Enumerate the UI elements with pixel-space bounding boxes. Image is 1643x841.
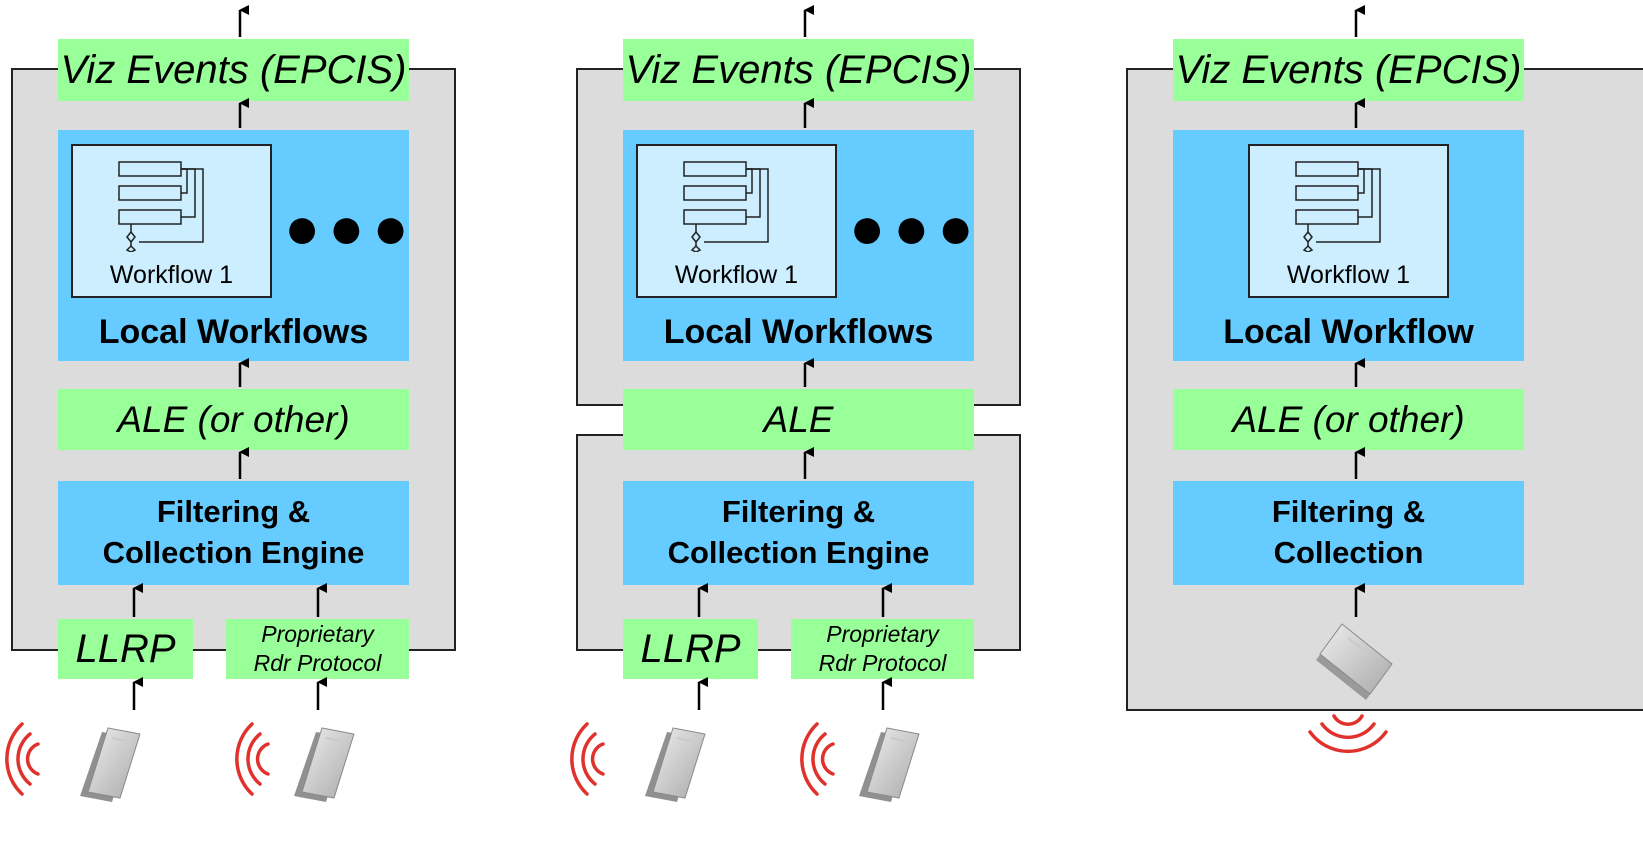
panel-1-proprietary-protocol: Proprietary Rdr Protocol [226, 619, 409, 679]
panel-2-llrp: LLRP [623, 619, 758, 679]
collection-engine-title: Collection Engine [667, 535, 930, 570]
panel-1-ale: ALE (or other) [58, 389, 409, 450]
workflow-1-label: Workflow 1 [674, 261, 799, 289]
local-workflow-title: Local Workflow [1223, 313, 1474, 351]
collection-engine-title: Collection Engine [102, 535, 365, 570]
panel-1-llrp: LLRP [58, 619, 193, 679]
panel-2-workflow-1-box: Workflow 1 [636, 144, 837, 298]
panel-3-viz-events: Viz Events (EPCIS) [1173, 39, 1524, 101]
rf-signal-icon [800, 722, 835, 796]
collection-title: Collection [1273, 535, 1424, 570]
panel-1-workflow-1-box: Workflow 1 [71, 144, 272, 298]
panel-3-workflow-1-box: Workflow 1 [1248, 144, 1449, 298]
panel-1-viz-events: Viz Events (EPCIS) [58, 39, 409, 101]
panel-1-local-workflows: Workflow 1 ●●● Local Workflows [58, 130, 409, 361]
filtering-title: Filtering & [1271, 494, 1426, 530]
panel-2-proprietary-protocol: Proprietary Rdr Protocol [791, 619, 974, 679]
panel-2-local-workflows: Workflow 1 ●●● Local Workflows [623, 130, 974, 361]
workflow-diagram-icon [1295, 161, 1381, 252]
panel-3-ale: ALE (or other) [1173, 389, 1524, 450]
reader-device-icon [644, 727, 706, 803]
reader-device-icon [79, 727, 141, 803]
workflow-diagram-icon [118, 161, 204, 252]
proprietary-label: Proprietary [826, 621, 939, 648]
local-workflows-title: Local Workflows [98, 313, 369, 351]
reader-device-icon [293, 727, 355, 803]
panel-2-ale: ALE [623, 389, 974, 450]
rdr-protocol-label: Rdr Protocol [253, 650, 382, 676]
rf-signal-icon [1308, 714, 1388, 754]
rf-signal-icon [570, 722, 605, 796]
panel-2-filtering-engine: Filtering & Collection Engine [623, 481, 974, 585]
panel-2-viz-events: Viz Events (EPCIS) [623, 39, 974, 101]
workflow-diagram-icon [683, 161, 769, 252]
filtering-title: Filtering & [156, 494, 311, 530]
reader-device-icon [1316, 623, 1393, 700]
panel-1-filtering-engine: Filtering & Collection Engine [58, 481, 409, 585]
proprietary-label: Proprietary [261, 621, 374, 648]
rf-signal-icon [235, 722, 270, 796]
filtering-title: Filtering & [721, 494, 876, 530]
workflow-1-label: Workflow 1 [109, 261, 234, 289]
local-workflows-title: Local Workflows [663, 313, 934, 351]
reader-device-icon [858, 727, 920, 803]
panel-3-local-workflow: Workflow 1 Local Workflow [1173, 130, 1524, 361]
more-workflows-ellipsis: ●●● [849, 194, 982, 261]
panel-3-filtering-collection: Filtering & Collection [1173, 481, 1524, 585]
rf-signal-icon [5, 722, 40, 796]
workflow-1-label: Workflow 1 [1286, 261, 1411, 289]
rdr-protocol-label: Rdr Protocol [818, 650, 947, 676]
more-workflows-ellipsis: ●●● [284, 194, 417, 261]
